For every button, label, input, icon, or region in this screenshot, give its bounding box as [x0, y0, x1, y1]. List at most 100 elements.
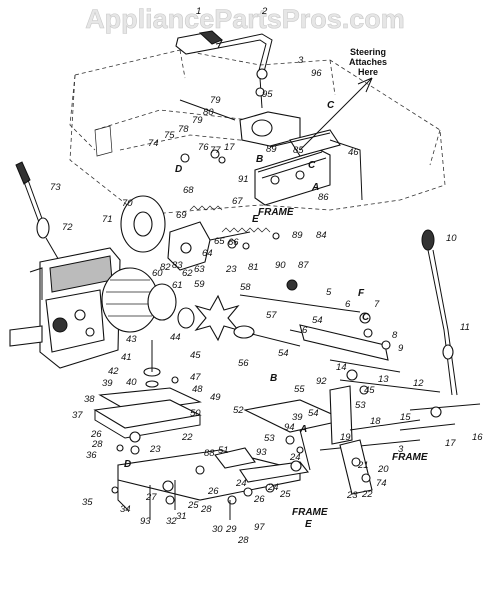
springs [189, 205, 271, 233]
lower-bracket [93, 340, 202, 439]
part-number: 49 [210, 392, 221, 403]
part-number: 26 [253, 494, 265, 505]
part-number: 2 [261, 6, 268, 17]
steering-bracket [239, 77, 373, 206]
part-number: 26 [207, 486, 219, 497]
part-number: 61 [172, 280, 183, 291]
part-number: 71 [102, 214, 113, 225]
reference-letters: D C B C A E F B A C D E [124, 100, 370, 530]
part-number: 45 [364, 385, 375, 396]
watermark: AppliancePartsPros.com [85, 4, 405, 34]
part-number: 84 [316, 230, 327, 241]
ref-letter-d-bot: D [124, 459, 131, 470]
part-number: 92 [316, 376, 327, 387]
part-number: 8 [392, 330, 398, 341]
part-number: 89 [266, 144, 277, 155]
part-number: 3 [298, 55, 304, 66]
hardware [111, 87, 280, 505]
motor-pulley [101, 267, 301, 347]
part-number: 60 [152, 268, 163, 279]
part-number: 23 [149, 444, 161, 455]
steering-note-line1: Steering [350, 47, 386, 57]
part-number: 7 [374, 299, 380, 310]
part-number-callouts: 1 2 3 96 95 79 80 78 79 75 74 76 77 17 8… [50, 6, 483, 546]
part-number: 38 [84, 394, 95, 405]
ref-letter-e-bot: E [305, 519, 312, 530]
part-number: 18 [370, 416, 381, 427]
part-number: 17 [224, 142, 235, 153]
part-number: 5 [326, 287, 332, 298]
part-number: 73 [50, 182, 61, 193]
part-number: 76 [198, 142, 209, 153]
part-number: 51 [218, 445, 229, 456]
part-number: 75 [164, 130, 175, 141]
part-number: 53 [355, 400, 366, 411]
part-number: 13 [378, 374, 389, 385]
part-number: 9 [398, 343, 404, 354]
part-number: 56 [238, 358, 249, 369]
part-number: 89 [292, 230, 303, 241]
part-number: 65 [214, 236, 225, 247]
part-number: 30 [212, 524, 223, 535]
part-number: 25 [187, 500, 199, 511]
ref-letter-c-top: C [327, 100, 335, 111]
part-number: 59 [194, 279, 205, 290]
part-number: 22 [361, 489, 373, 500]
part-number: 93 [256, 447, 267, 458]
part-number: 54 [308, 408, 319, 419]
steering-note-line3: Here [358, 67, 378, 77]
part-number: 97 [254, 522, 265, 533]
part-number: 96 [311, 68, 322, 79]
part-number: 72 [62, 222, 73, 233]
part-number: 86 [318, 192, 329, 203]
part-number: 91 [238, 174, 249, 185]
part-number: 3 [398, 444, 404, 455]
part-number: 12 [413, 378, 424, 389]
frame-label-right: FRAME [392, 452, 428, 463]
part-number: 46 [348, 147, 359, 158]
part-number: 58 [240, 282, 251, 293]
part-number: 28 [200, 504, 212, 515]
part-number: 19 [340, 432, 351, 443]
part-number: 55 [294, 384, 305, 395]
ref-letter-a-top: A [311, 182, 319, 193]
part-number: 90 [275, 260, 286, 271]
part-number: 43 [126, 334, 137, 345]
part-number: 88 [204, 448, 215, 459]
part-number: 23 [225, 264, 237, 275]
part-number: 28 [91, 439, 103, 450]
part-number: 44 [170, 332, 181, 343]
part-number: 85 [293, 145, 304, 156]
ref-letter-c-mid: C [308, 160, 316, 171]
ref-letter-a-mid: A [299, 424, 307, 435]
steering-note: Steering Attaches Here [349, 47, 387, 77]
part-number: 77 [210, 145, 221, 156]
linkage-rods [239, 294, 441, 395]
part-number: 47 [190, 372, 201, 383]
part-number: 74 [148, 138, 159, 149]
part-number: 6 [345, 299, 351, 310]
shift-rod [15, 161, 61, 263]
part-number: 20 [377, 464, 389, 475]
part-number: 22 [181, 432, 193, 443]
part-number: 79 [210, 95, 221, 106]
part-number: 24 [235, 478, 247, 489]
ref-letter-d-top: D [175, 164, 182, 175]
part-number: 36 [86, 450, 97, 461]
part-number: 26 [90, 429, 102, 440]
part-number: 11 [460, 322, 470, 333]
part-number: 28 [237, 535, 249, 546]
part-number: 17 [445, 438, 456, 449]
ref-letter-c-bot: C [362, 312, 370, 323]
part-number: 81 [248, 262, 259, 273]
part-number: 31 [176, 511, 187, 522]
frame-label-bottom: FRAME [292, 507, 328, 518]
part-number: 35 [82, 497, 93, 508]
part-number: 87 [298, 260, 309, 271]
part-number: 24 [289, 452, 301, 463]
part-number: 6 [302, 325, 308, 336]
lift-handle-assembly [175, 30, 273, 109]
part-number: 66 [228, 237, 239, 248]
part-number: 83 [172, 260, 183, 271]
